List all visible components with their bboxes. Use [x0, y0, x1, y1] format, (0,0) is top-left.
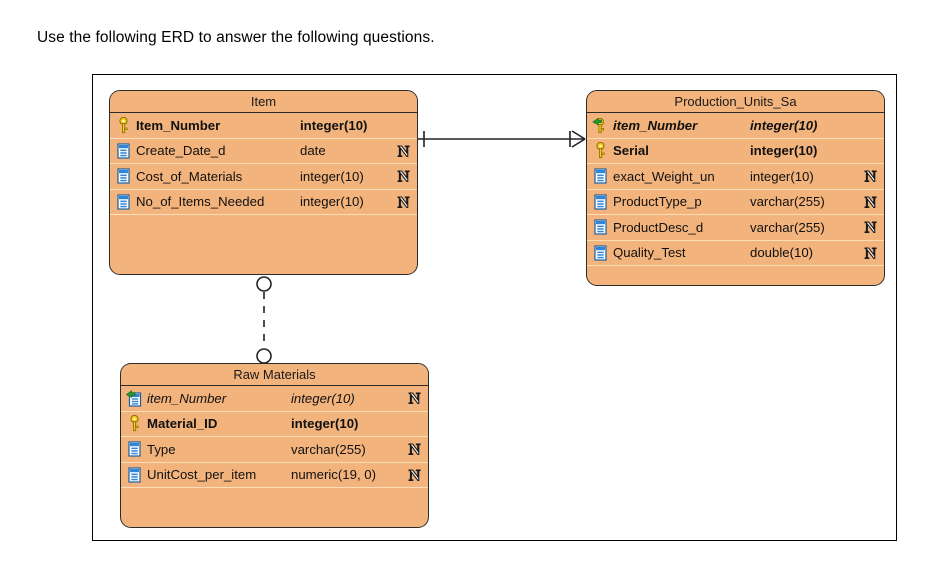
attribute-row[interactable]: Create_Date_d date N: [110, 139, 417, 164]
column-icon: [587, 194, 613, 210]
attribute-type: integer(10): [750, 168, 814, 184]
column-icon: [121, 467, 147, 483]
svg-text:N: N: [398, 194, 410, 210]
attribute-row[interactable]: Cost_of_Materials integer(10) N: [110, 164, 417, 190]
nullable-marker-icon: N: [863, 244, 878, 262]
erd-diagram-frame: Item Item_Number integer(10): [92, 74, 897, 541]
attribute-name: item_Number: [147, 390, 227, 406]
entity-raw-materials[interactable]: Raw Materials item_Number integer(10): [120, 363, 429, 528]
column-icon: [110, 143, 136, 159]
attribute-type: numeric(19, 0): [291, 467, 377, 483]
attribute-row[interactable]: Material_ID integer(10): [121, 412, 428, 437]
attribute-name: Quality_Test: [613, 245, 686, 261]
attribute-row[interactable]: Quality_Test double(10) N: [587, 241, 884, 266]
attribute-name: Cost_of_Materials: [136, 168, 243, 184]
primary-key-icon: [587, 142, 613, 159]
svg-text:N: N: [398, 169, 410, 185]
foreign-primary-key-icon: [587, 117, 613, 134]
attribute-row[interactable]: No_of_Items_Needed integer(10) N: [110, 190, 417, 215]
nullable-marker-icon: N: [863, 193, 878, 211]
nullable-marker-icon: N: [407, 441, 422, 458]
svg-text:N: N: [409, 442, 421, 458]
attribute-type: integer(10): [750, 117, 818, 133]
column-icon: [587, 168, 613, 184]
entity-production-units-sa-attribute-list: item_Number integer(10) Serial integer(1…: [587, 113, 884, 285]
attribute-row[interactable]: UnitCost_per_item numeric(19, 0) N: [121, 463, 428, 488]
svg-text:N: N: [409, 391, 421, 407]
attribute-row[interactable]: exact_Weight_un integer(10) N: [587, 164, 884, 190]
nullable-marker-icon: N: [863, 219, 878, 236]
attribute-type: integer(10): [300, 168, 364, 184]
svg-text:N: N: [865, 169, 877, 185]
relationship-item-rawmaterials: [252, 272, 276, 376]
attribute-type: integer(10): [300, 117, 368, 133]
column-icon: [587, 219, 613, 235]
primary-key-icon: [110, 116, 136, 134]
attribute-row[interactable]: item_Number integer(10) N: [121, 386, 428, 412]
attribute-row[interactable]: ProductDesc_d varchar(255) N: [587, 215, 884, 241]
attribute-type: integer(10): [291, 416, 359, 432]
svg-text:N: N: [409, 467, 421, 483]
entity-production-units-sa-title: Production_Units_Sa: [587, 91, 884, 113]
nullable-marker-icon: N: [863, 168, 878, 185]
attribute-name: ProductType_p: [613, 194, 702, 210]
entity-empty-space: [110, 215, 417, 271]
entity-item[interactable]: Item Item_Number integer(10): [109, 90, 418, 275]
attribute-name: UnitCost_per_item: [147, 467, 257, 483]
nullable-marker-icon: N: [396, 168, 411, 185]
primary-key-icon: [121, 415, 147, 432]
attribute-row[interactable]: Serial integer(10): [587, 139, 884, 164]
entity-raw-materials-title: Raw Materials: [121, 364, 428, 386]
attribute-name: Type: [147, 441, 176, 457]
attribute-type: double(10): [750, 245, 814, 261]
entity-production-units-sa[interactable]: Production_Units_Sa item_Number integer(…: [586, 90, 885, 286]
svg-text:N: N: [865, 220, 877, 236]
attribute-type: integer(10): [750, 143, 818, 159]
attribute-name: ProductDesc_d: [613, 219, 704, 235]
attribute-name: No_of_Items_Needed: [136, 194, 265, 210]
nullable-marker-icon: N: [407, 466, 422, 484]
nullable-marker-icon: N: [396, 142, 411, 160]
attribute-name: Serial: [613, 143, 649, 159]
entity-raw-materials-attribute-list: item_Number integer(10) N: [121, 386, 428, 526]
entity-item-title: Item: [110, 91, 417, 113]
attribute-type: varchar(255): [750, 219, 825, 235]
attribute-type: varchar(255): [750, 194, 825, 210]
attribute-row[interactable]: ProductType_p varchar(255) N: [587, 190, 884, 215]
column-icon: [587, 245, 613, 261]
attribute-name: exact_Weight_un: [613, 168, 715, 184]
svg-text:N: N: [398, 143, 410, 159]
entity-empty-space: [121, 488, 428, 526]
attribute-type: varchar(255): [291, 441, 366, 457]
attribute-type: date: [300, 143, 326, 159]
relationship-item-production: [418, 130, 586, 148]
attribute-name: item_Number: [613, 117, 698, 133]
svg-text:N: N: [865, 194, 877, 210]
attribute-name: Material_ID: [147, 416, 218, 432]
attribute-type: integer(10): [300, 194, 364, 210]
attribute-name: Item_Number: [136, 117, 221, 133]
nullable-marker-icon: N: [407, 390, 422, 407]
entity-empty-space: [587, 266, 884, 285]
svg-text:N: N: [865, 245, 877, 261]
attribute-row[interactable]: Type varchar(255) N: [121, 437, 428, 463]
column-icon: [121, 441, 147, 457]
attribute-row[interactable]: item_Number integer(10): [587, 113, 884, 139]
attribute-type: integer(10): [291, 390, 355, 406]
prompt-text: Use the following ERD to answer the foll…: [37, 29, 435, 46]
nullable-marker-icon: N: [396, 193, 411, 211]
column-icon: [110, 168, 136, 184]
foreign-key-column-icon: [121, 389, 147, 407]
attribute-name: Create_Date_d: [136, 143, 226, 159]
attribute-row[interactable]: Item_Number integer(10): [110, 113, 417, 139]
column-icon: [110, 194, 136, 210]
entity-item-attribute-list: Item_Number integer(10) Create_Date_d da…: [110, 113, 417, 271]
